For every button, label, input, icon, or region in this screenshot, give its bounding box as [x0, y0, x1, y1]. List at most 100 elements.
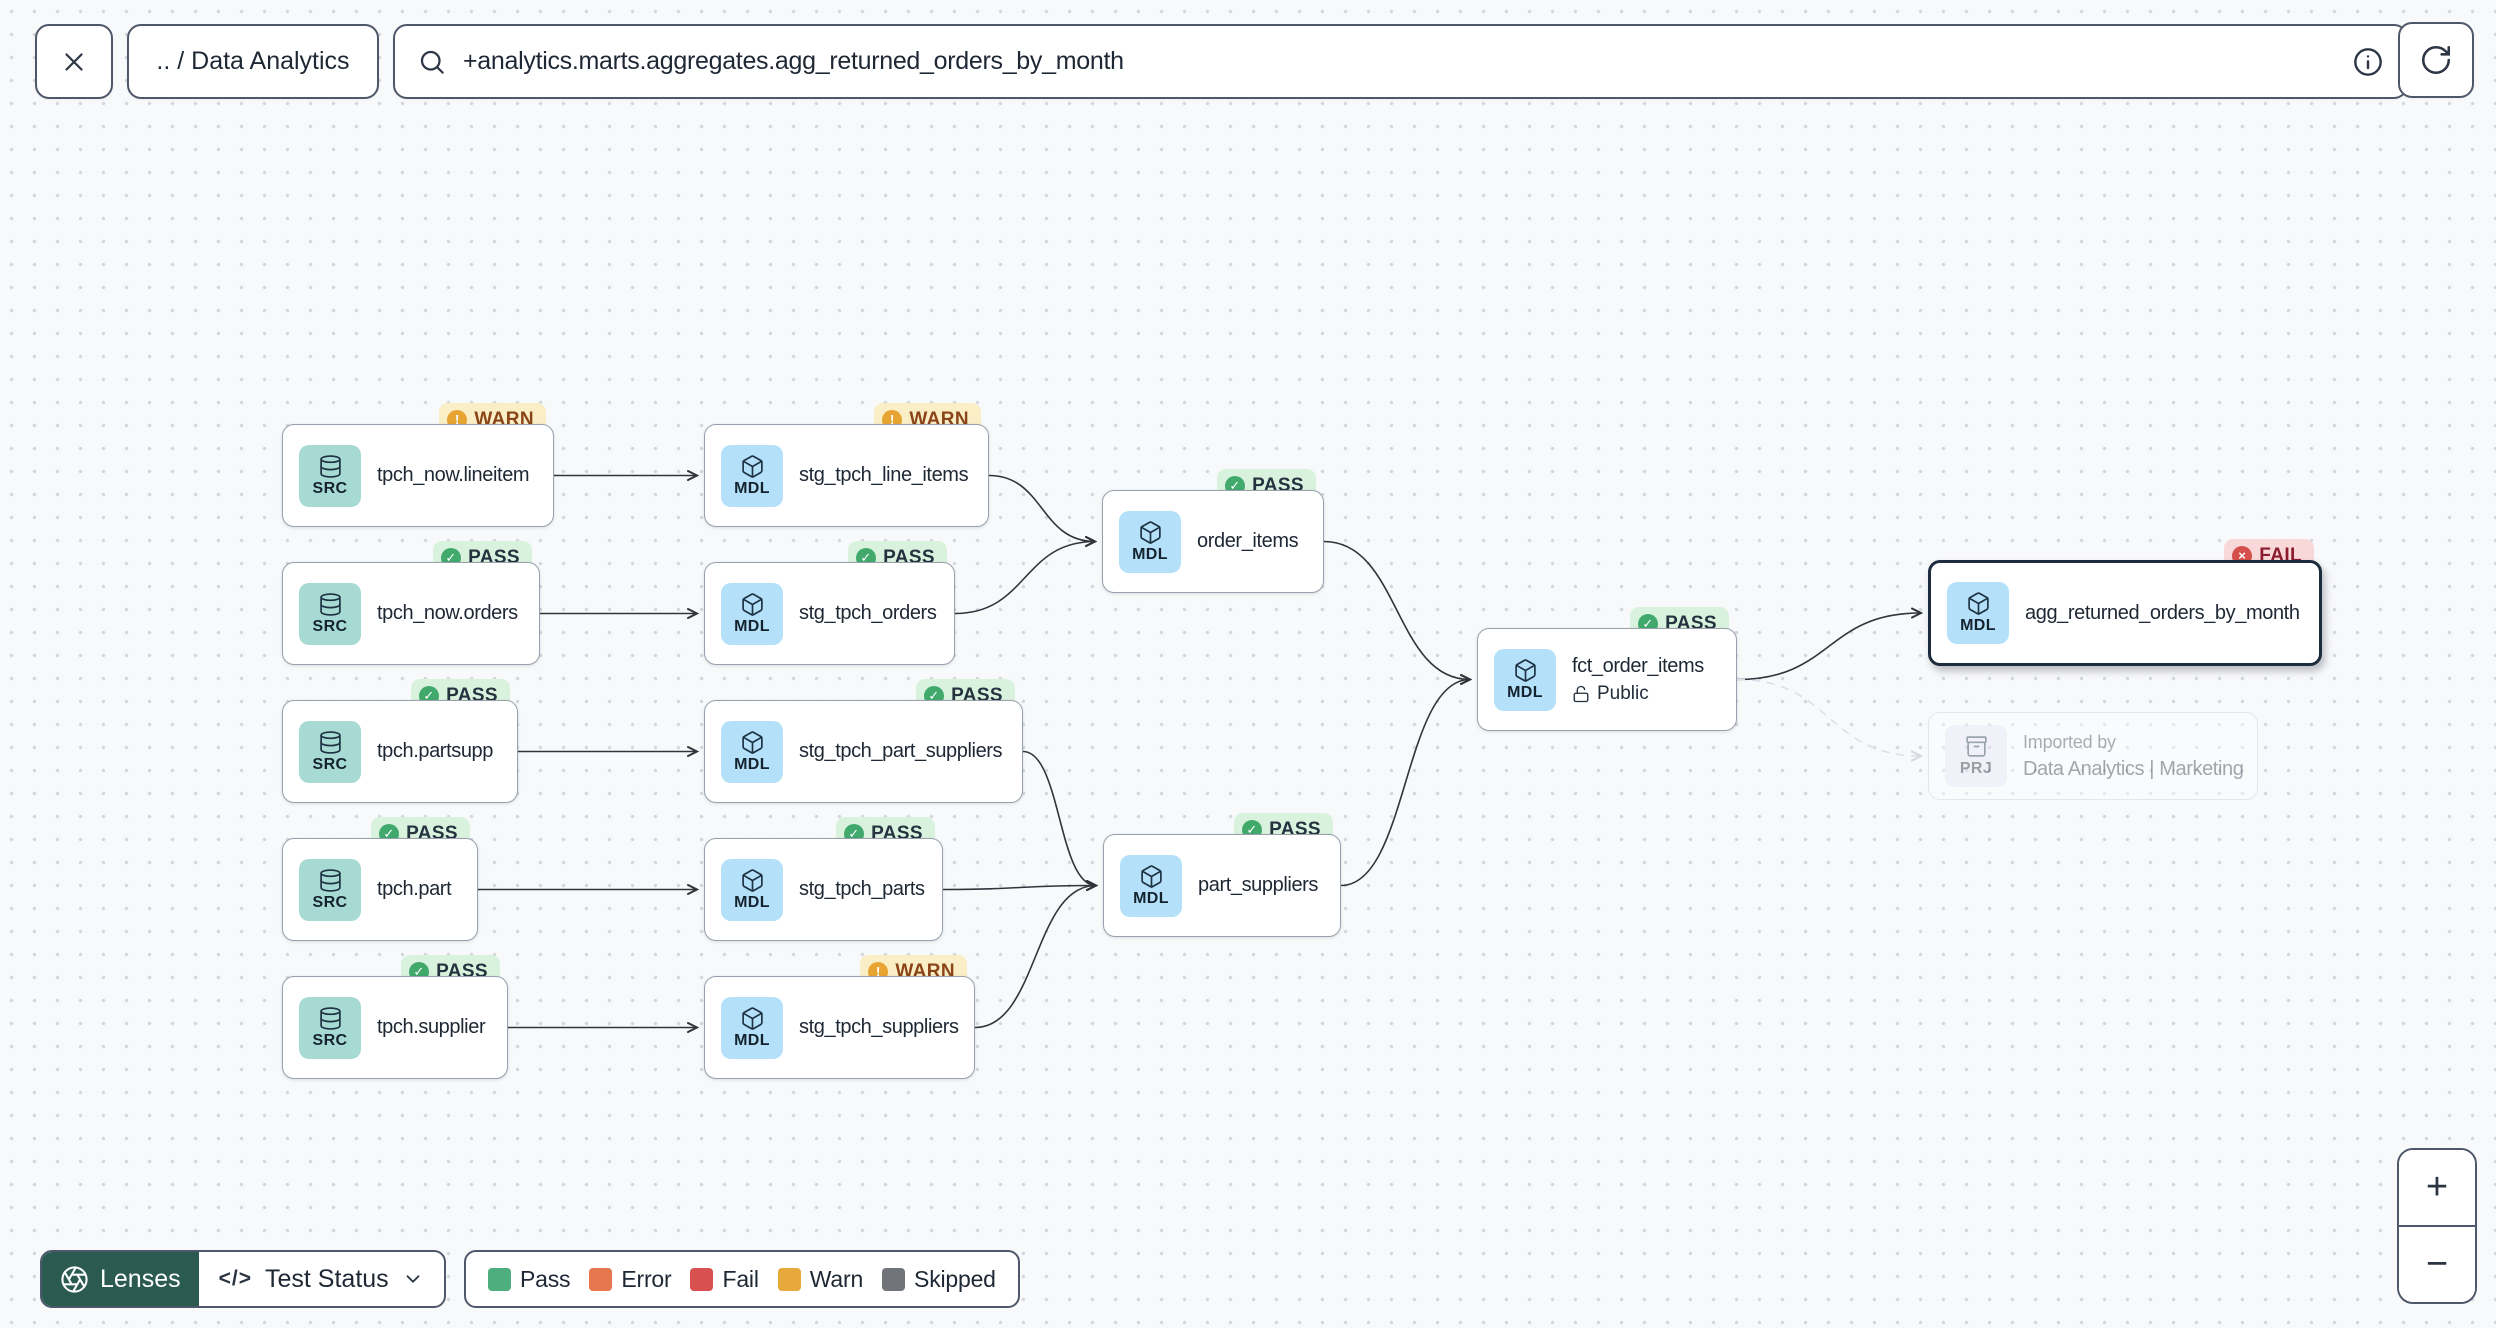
edge-stg_tpch_part_suppliers-to-part_suppliers	[1022, 750, 1096, 886]
edge-fct_order_items-to-imported_by	[1736, 678, 1921, 757]
refresh-button[interactable]	[2398, 22, 2474, 98]
resource-type-chip-mdl: MDL	[721, 720, 783, 783]
resource-type-label: SRC	[312, 617, 348, 635]
node-text: tpch.partsupp	[377, 740, 493, 763]
resource-type-label: MDL	[734, 893, 770, 911]
legend-swatch-warn	[777, 1267, 801, 1291]
cube-icon	[1967, 592, 1989, 615]
chevron-down-icon	[406, 1275, 420, 1283]
zoom-in-button[interactable]: +	[2399, 1150, 2475, 1225]
resource-type-chip-src: SRC	[299, 720, 361, 783]
info-icon[interactable]	[2352, 46, 2384, 78]
node-card: MDL stg_tpch_part_suppliers	[704, 700, 1023, 803]
edge-stg_tpch_suppliers-to-part_suppliers	[974, 886, 1096, 1029]
node-text: stg_tpch_orders	[799, 602, 937, 625]
minus-icon: −	[2425, 1243, 2449, 1285]
node-title: part_suppliers	[1198, 874, 1319, 896]
node-text: tpch_now.lineitem	[377, 464, 530, 487]
cube-icon	[741, 1006, 763, 1030]
database-icon	[319, 592, 341, 616]
breadcrumb[interactable]: .. / Data Analytics	[127, 24, 379, 99]
node-title: tpch_now.lineitem	[377, 464, 530, 486]
database-icon	[319, 1006, 341, 1030]
node-title: tpch.partsupp	[377, 740, 493, 762]
node-title: agg_returned_orders_by_month	[2025, 601, 2300, 624]
access-label-text: Public	[1597, 682, 1649, 704]
search-input[interactable]	[463, 47, 2336, 76]
resource-type-chip-mdl: MDL	[1119, 510, 1181, 573]
node-title: tpch.supplier	[377, 1016, 486, 1038]
node-card: SRC tpch_now.orders	[282, 562, 540, 665]
resource-type-label: SRC	[312, 479, 348, 497]
legend-label: Fail	[722, 1265, 759, 1292]
zoom-controls: + −	[2397, 1148, 2477, 1304]
cube-icon	[741, 868, 763, 892]
legend-label: Pass	[520, 1265, 571, 1292]
resource-type-chip-mdl: MDL	[1120, 854, 1182, 917]
node-title: stg_tpch_orders	[799, 602, 937, 624]
close-button[interactable]	[35, 24, 113, 99]
legend-swatch-skipped	[882, 1267, 906, 1291]
cube-icon	[1514, 658, 1536, 682]
node-text: tpch.supplier	[377, 1016, 486, 1039]
legend-item-pass: Pass	[488, 1265, 571, 1293]
node-card: MDL agg_returned_orders_by_month	[1928, 560, 2322, 666]
close-icon	[65, 52, 83, 71]
unlock-icon	[1573, 685, 1589, 702]
lens-selector[interactable]: </> Test Status	[199, 1252, 444, 1306]
lenses-button[interactable]: Lenses	[42, 1252, 199, 1306]
code-icon: </>	[218, 1267, 252, 1290]
resource-type-label: MDL	[1133, 889, 1169, 907]
resource-type-label: PRJ	[1959, 760, 1993, 777]
node-title: tpch_now.orders	[377, 602, 518, 624]
edge-part_suppliers-to-fct_order_items	[1340, 680, 1470, 887]
resource-type-chip-mdl: MDL	[1947, 582, 2009, 644]
imported-by-label: Imported by	[2023, 731, 2116, 752]
node-card: PRJ Imported by Data Analytics | Marketing	[1928, 712, 2258, 800]
resource-type-chip-src: SRC	[299, 444, 361, 507]
refresh-icon	[2421, 45, 2451, 75]
legend-label: Warn	[809, 1265, 864, 1292]
node-card: SRC tpch.partsupp	[282, 700, 518, 803]
lenses-pill: Lenses </> Test Status	[40, 1250, 446, 1308]
zoom-out-button[interactable]: −	[2399, 1225, 2475, 1302]
legend-label: Error	[621, 1265, 672, 1292]
project-name-label: Data Analytics | Marketing	[2023, 757, 2244, 780]
resource-type-label: MDL	[1507, 683, 1543, 701]
edge-stg_tpch_orders-to-order_items	[954, 542, 1095, 615]
resource-type-label: SRC	[312, 1031, 348, 1049]
database-icon	[319, 454, 341, 478]
lenses-label: Lenses	[100, 1264, 181, 1293]
node-title: stg_tpch_suppliers	[799, 1016, 959, 1038]
resource-type-label: MDL	[1132, 545, 1168, 563]
node-text: stg_tpch_suppliers	[799, 1016, 959, 1039]
node-title: stg_tpch_parts	[799, 878, 925, 900]
node-imported_by[interactable]: PRJ Imported by Data Analytics | Marketing	[1928, 712, 2258, 800]
legend-swatch-error	[589, 1267, 613, 1291]
lens-selected-label: Test Status	[265, 1264, 389, 1293]
node-title: stg_tpch_part_suppliers	[799, 740, 1003, 762]
resource-type-label: SRC	[312, 755, 348, 773]
cube-icon	[1139, 520, 1161, 544]
cube-icon	[741, 592, 763, 616]
